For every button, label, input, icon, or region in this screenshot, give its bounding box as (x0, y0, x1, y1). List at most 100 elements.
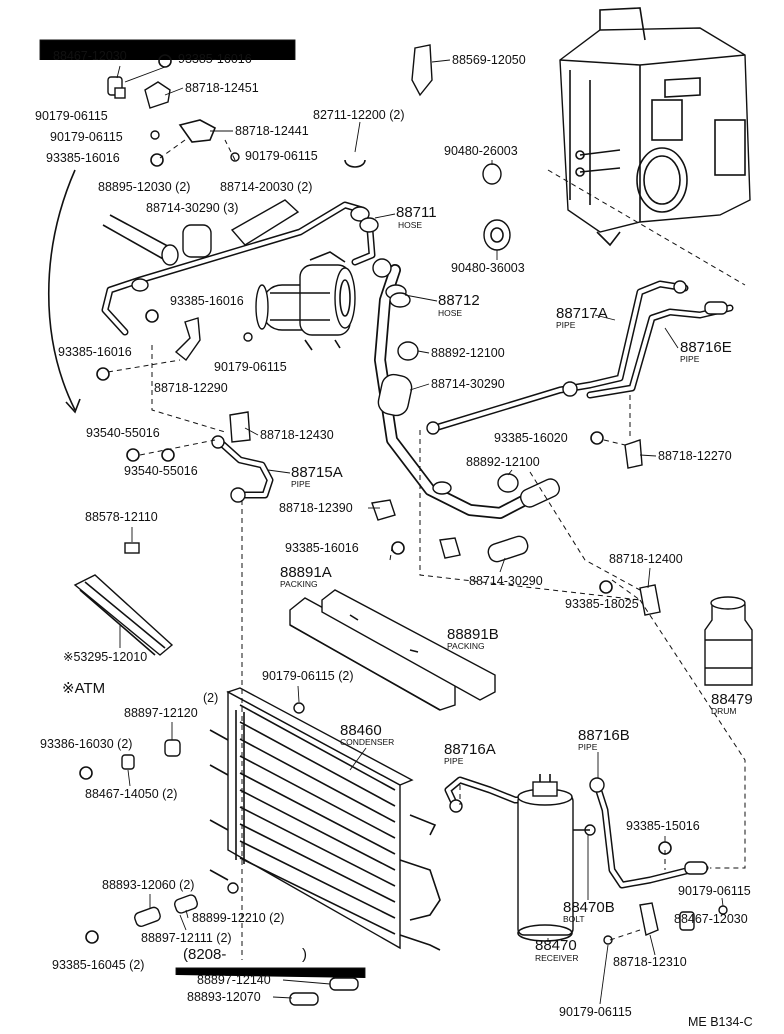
part-label-l65: 88893-12070 (187, 990, 261, 1004)
part-label-l28: 93385-16020 (494, 431, 568, 445)
part-label-l61: ) (302, 946, 307, 963)
part-label-l13: 88714-20030 (2) (220, 180, 312, 194)
part-label-l64: 88897-12140 (197, 973, 271, 987)
part-label-l22: 88892-12100 (431, 346, 505, 360)
part-label-l27: 88718-12430 (260, 428, 334, 442)
part-label-l11: 90179-06115 (245, 149, 318, 163)
part-label-l37: 88718-12400 (609, 552, 683, 566)
cooling-unit-drawing (559, 7, 751, 247)
part-label-l60: (8208- (183, 946, 226, 963)
type-label-s01: HOSE (398, 220, 422, 230)
part-label-l01: 88467-12030 (53, 49, 127, 63)
type-label-s05: PIPE (291, 479, 311, 489)
part-label-l58: 88897-12111 (2) (141, 931, 232, 945)
type-label-s08: DRUM (711, 706, 737, 716)
part-label-l05: 90179-06115 (35, 109, 108, 123)
drum-drawing (704, 596, 753, 686)
part-label-l50: 88716A (444, 741, 496, 758)
part-label-l24: 88718-12290 (154, 381, 228, 395)
part-label-l67: ME B134-C (688, 1015, 753, 1029)
pipe-88716B (589, 777, 709, 889)
type-label-s11: PIPE (444, 756, 464, 766)
part-label-l21: 93385-16016 (58, 345, 132, 359)
atm-arrow (47, 169, 81, 414)
part-label-l15: 88711 (396, 204, 437, 221)
part-label-l25: 88714-30290 (431, 377, 505, 391)
part-number-labels: 88467-12030 93385-16016 88569-12050 88718-1… (35, 49, 753, 1029)
part-label-l36: 88714-30290 (469, 574, 543, 588)
packing-88891A (289, 597, 456, 711)
part-label-l46: 88897-12120 (124, 706, 198, 720)
part-label-l59: 88470 (535, 937, 577, 954)
leader-lines (116, 59, 724, 1005)
part-label-l44: 88479 (711, 691, 753, 708)
part-label-l43: 90179-06115 (2) (262, 669, 354, 683)
part-label-l08: 88718-12441 (235, 124, 309, 138)
part-label-l55: 88470B (563, 899, 615, 916)
type-label-s12: BOLT (563, 914, 585, 924)
part-label-l30: 88892-12100 (466, 455, 540, 469)
part-label-l23: 90179-06115 (214, 360, 287, 374)
part-label-l32: 88715A (291, 464, 343, 481)
part-label-l18: 88712 (438, 292, 480, 309)
bracket-lines (39, 39, 366, 978)
part-label-l26: 93540-55016 (86, 426, 160, 440)
part-label-l35: 93385-16016 (285, 541, 359, 555)
type-label-s10: PIPE (578, 742, 598, 752)
part-label-l06: 82711-12200 (2) (313, 108, 405, 122)
type-label-s07: PACKING (447, 641, 485, 651)
part-label-l20: 88716E (680, 339, 732, 356)
part-label-l17: 93385-16016 (170, 294, 244, 308)
packing-88891B (321, 589, 496, 701)
pipe-88715A (211, 435, 274, 503)
part-label-l66: 90179-06115 (559, 1005, 632, 1019)
pipe-88717A (426, 280, 689, 435)
part-label-l63: 93385-16045 (2) (52, 958, 144, 972)
part-label-l49: 93386-16030 (2) (40, 737, 132, 751)
block-88578-12110 (124, 542, 140, 554)
part-label-l07: 90179-06115 (50, 130, 123, 144)
compressor-drawing (255, 251, 356, 351)
washer-symbols (79, 54, 672, 944)
dashed-lines (107, 139, 746, 960)
part-label-l45: (2) (203, 691, 218, 705)
part-label-l62: 88718-12310 (613, 955, 687, 969)
part-label-l09: 90480-26003 (444, 144, 518, 158)
part-label-l42: ※ATM (62, 680, 105, 697)
part-label-l29: 88718-12270 (658, 449, 732, 463)
part-label-l57: 88467-12030 (674, 912, 748, 926)
hose-88711 (101, 201, 379, 336)
type-label-s09: CONDENSER (340, 737, 394, 747)
part-type-labels: HOSEHOSEPIPEPIPEPIPEPACKINGPACKINGDRUMCO… (280, 220, 737, 963)
receiver-drawing (517, 774, 596, 942)
part-label-l48: 88716B (578, 727, 630, 744)
part-label-l38: 88891A (280, 564, 332, 581)
part-label-l56: 88899-12210 (2) (192, 911, 284, 925)
type-label-s06: PACKING (280, 579, 318, 589)
part-label-l47: 88460 (340, 722, 382, 739)
type-label-s13: RECEIVER (535, 953, 578, 963)
hardware-drawings (102, 44, 728, 1006)
pipe-88716E (586, 301, 734, 399)
part-label-l40: 88891B (447, 626, 499, 643)
part-label-l19: 88717A (556, 305, 608, 322)
part-label-l03: 88569-12050 (452, 53, 526, 67)
part-label-l14: 88714-30290 (3) (146, 201, 238, 215)
type-label-s04: PIPE (680, 354, 700, 364)
part-label-l33: 88718-12390 (279, 501, 353, 515)
seal-53295-12010 (73, 574, 174, 656)
part-label-l02: 93385-16016 (178, 52, 252, 66)
part-label-l31: 93540-55016 (124, 464, 198, 478)
part-label-l53: 88893-12060 (2) (102, 878, 194, 892)
part-label-l04: 88718-12451 (185, 81, 259, 95)
part-label-l39: 93385-18025 (565, 597, 639, 611)
part-label-l41: ※53295-12010 (63, 650, 147, 664)
condenser-drawing (209, 687, 441, 951)
part-label-l10: 93385-16016 (46, 151, 120, 165)
hose-88712 (372, 258, 560, 519)
part-label-l51: 88467-14050 (2) (85, 787, 177, 801)
part-label-l52: 93385-15016 (626, 819, 700, 833)
part-label-l12: 88895-12030 (2) (98, 180, 190, 194)
part-label-l34: 88578-12110 (85, 510, 158, 524)
